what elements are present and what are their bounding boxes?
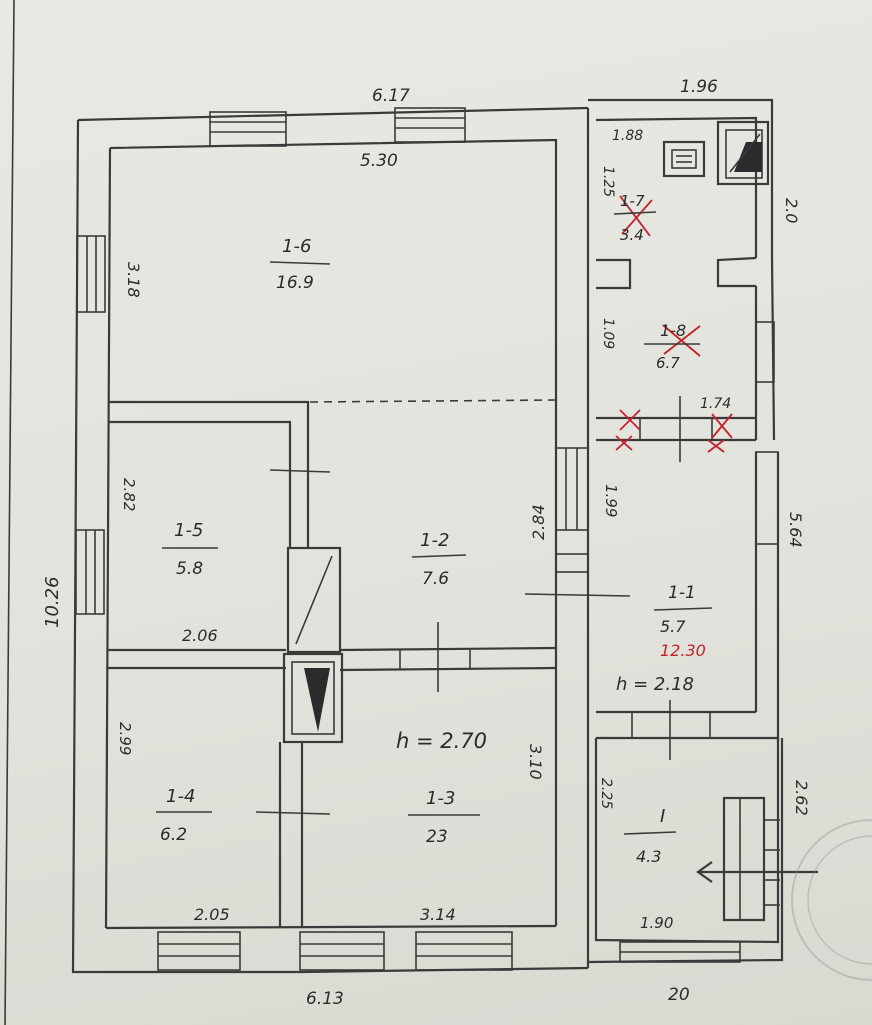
dim-bottom-left: 6.13 bbox=[306, 989, 344, 1009]
red-crossouts bbox=[615, 195, 733, 453]
dim-annex-inner-vertical: 1.99 bbox=[602, 484, 620, 517]
room-1-1-id: 1-1 bbox=[668, 583, 696, 603]
dim-annex-small: 1.74 bbox=[700, 396, 731, 412]
room-i-area: 4.3 bbox=[636, 847, 661, 866]
room-1-5-area: 5.8 bbox=[176, 559, 203, 579]
room-labels: 1-6 16.9 1-5 5.8 1-2 7.6 1-4 6.2 1-3 23 … bbox=[160, 192, 696, 866]
dim-left-upper: 3.18 bbox=[124, 262, 143, 298]
room-1-7-id: 1-7 bbox=[620, 192, 645, 210]
room-1-2-area: 7.6 bbox=[422, 569, 449, 589]
main-house-walls bbox=[71, 106, 590, 974]
dim-veranda-bottom: 1.90 bbox=[640, 914, 673, 932]
room-1-4-id: 1-4 bbox=[166, 786, 195, 807]
dim-center-vertical: 2.84 bbox=[529, 504, 548, 540]
dim-room-1-3-right: 3.10 bbox=[526, 744, 545, 780]
dim-annex-mid-left: 1.09 bbox=[600, 318, 616, 349]
interior-partitions bbox=[108, 399, 631, 928]
dimension-labels: 6.17 5.30 1.96 1.88 3.18 10.26 2.82 2.99… bbox=[42, 77, 811, 1009]
room-1-8-area: 6.7 bbox=[656, 354, 680, 372]
red-area-note: 12.30 bbox=[660, 641, 706, 660]
dim-room-1-3-bottom: 3.14 bbox=[420, 905, 456, 924]
ceiling-height-annex: h = 2.18 bbox=[616, 674, 694, 695]
room-fraction-bars bbox=[156, 211, 713, 835]
dim-left-overall: 10.26 bbox=[42, 576, 63, 628]
room-1-4-area: 6.2 bbox=[160, 825, 187, 845]
room-1-7-area: 3.4 bbox=[620, 226, 644, 244]
ceiling-height-main: h = 2.70 bbox=[396, 729, 487, 753]
dim-annex-left-top: 1.25 bbox=[600, 166, 616, 197]
left-windows bbox=[75, 235, 106, 615]
dim-small-top-right: 1.88 bbox=[612, 128, 643, 144]
room-1-1-area: 5.7 bbox=[660, 617, 686, 636]
room-1-6-area: 16.9 bbox=[276, 273, 314, 293]
room-1-8-id: 1-8 bbox=[660, 321, 686, 340]
dim-top-inner: 5.30 bbox=[360, 151, 398, 171]
dim-veranda-left: 2.25 bbox=[598, 778, 614, 809]
dim-right-lower: 2.62 bbox=[792, 780, 811, 816]
dim-bottom-right: 20 bbox=[668, 985, 690, 1005]
dim-left-mid: 2.82 bbox=[120, 478, 138, 511]
dim-left-lower: 2.99 bbox=[116, 722, 134, 755]
bottom-windows bbox=[157, 931, 513, 971]
room-1-2-id: 1-2 bbox=[420, 530, 449, 551]
room-i-id: I bbox=[660, 806, 665, 827]
notes: h = 2.70 h = 2.18 12.30 bbox=[396, 641, 706, 753]
sink-icon bbox=[662, 140, 706, 178]
margin-line bbox=[4, 0, 15, 1025]
dim-top-outer: 6.17 bbox=[372, 86, 410, 106]
stamp-mark bbox=[791, 819, 872, 981]
top-windows bbox=[209, 107, 466, 147]
room-1-3-id: 1-3 bbox=[426, 788, 455, 809]
dim-inner-horizontal: 2.06 bbox=[182, 626, 218, 645]
dim-right-upper: 2.0 bbox=[782, 198, 801, 223]
room-1-5-id: 1-5 bbox=[174, 520, 203, 541]
room-1-6-id: 1-6 bbox=[282, 236, 311, 257]
dim-top-right: 1.96 bbox=[680, 77, 718, 97]
dim-right-mid: 5.64 bbox=[786, 512, 805, 548]
dim-room-1-5-bottom: 2.05 bbox=[194, 905, 230, 924]
boiler-icon bbox=[716, 120, 770, 186]
room-1-3-area: 23 bbox=[426, 827, 448, 847]
